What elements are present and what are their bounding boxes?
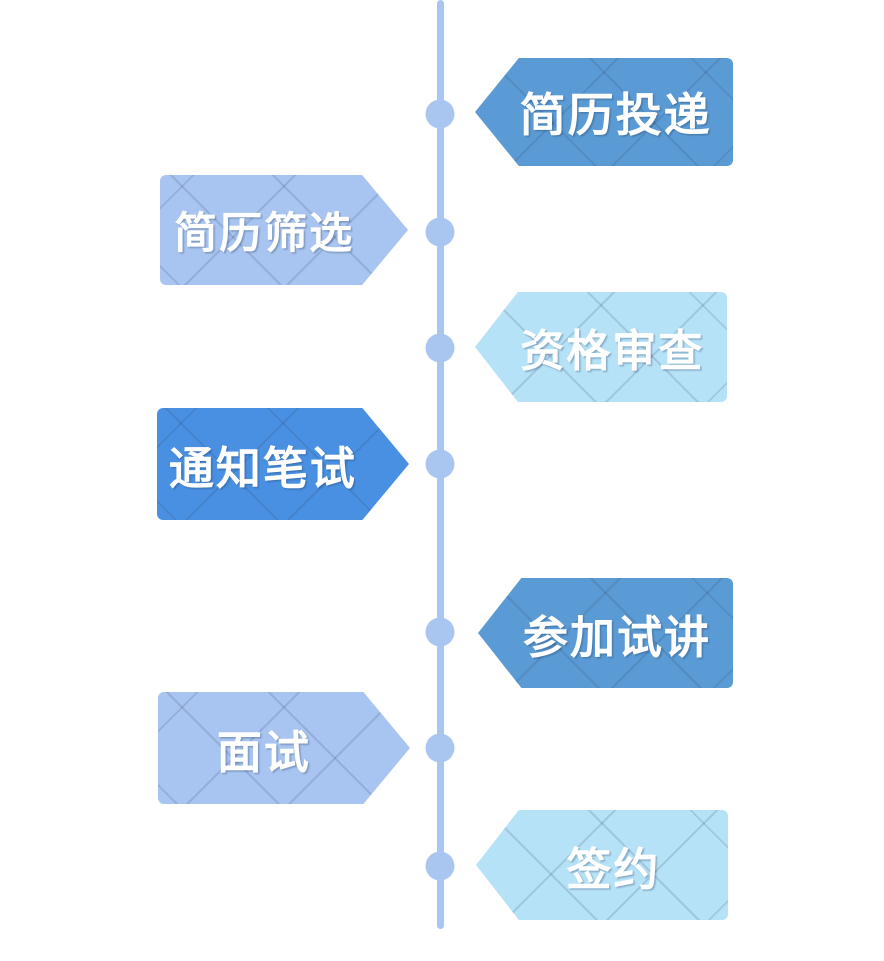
step-trial-lecture-label: 参加试讲 <box>522 611 711 663</box>
step-written-test-notice-shape: 通知笔试 <box>157 408 409 520</box>
step-qualification-review-label: 资格审查 <box>520 327 705 376</box>
step-written-test-notice[interactable]: 通知笔试 <box>157 408 409 520</box>
step-resume-screening-shape: 简历筛选 <box>160 175 408 285</box>
step-sign-contract-label: 签约 <box>566 843 661 895</box>
step-interview-label: 面试 <box>216 726 311 778</box>
step-resume-submit-label: 简历投递 <box>519 89 712 141</box>
step-written-test-notice-label: 通知笔试 <box>168 442 357 494</box>
step-qualification-review[interactable]: 资格审查 <box>475 292 727 402</box>
timeline-dot-7 <box>425 851 455 881</box>
step-sign-contract-shape: 签约 <box>476 810 728 920</box>
timeline-dot-4 <box>425 449 455 479</box>
step-resume-submit-shape: 简历投递 <box>475 58 733 166</box>
timeline-dot-6 <box>425 733 455 763</box>
timeline-dot-2 <box>425 217 455 247</box>
timeline-dot-5 <box>425 617 455 647</box>
step-resume-screening-label: 简历筛选 <box>174 210 355 258</box>
step-trial-lecture[interactable]: 参加试讲 <box>478 578 733 688</box>
timeline-dot-1 <box>425 99 455 129</box>
step-resume-screening[interactable]: 简历筛选 <box>160 175 408 285</box>
step-resume-submit[interactable]: 简历投递 <box>475 58 733 166</box>
step-trial-lecture-shape: 参加试讲 <box>478 578 733 688</box>
step-interview[interactable]: 面试 <box>158 692 410 804</box>
step-sign-contract[interactable]: 签约 <box>476 810 728 920</box>
timeline-dot-3 <box>425 333 455 363</box>
step-interview-shape: 面试 <box>158 692 410 804</box>
step-qualification-review-shape: 资格审查 <box>475 292 727 402</box>
